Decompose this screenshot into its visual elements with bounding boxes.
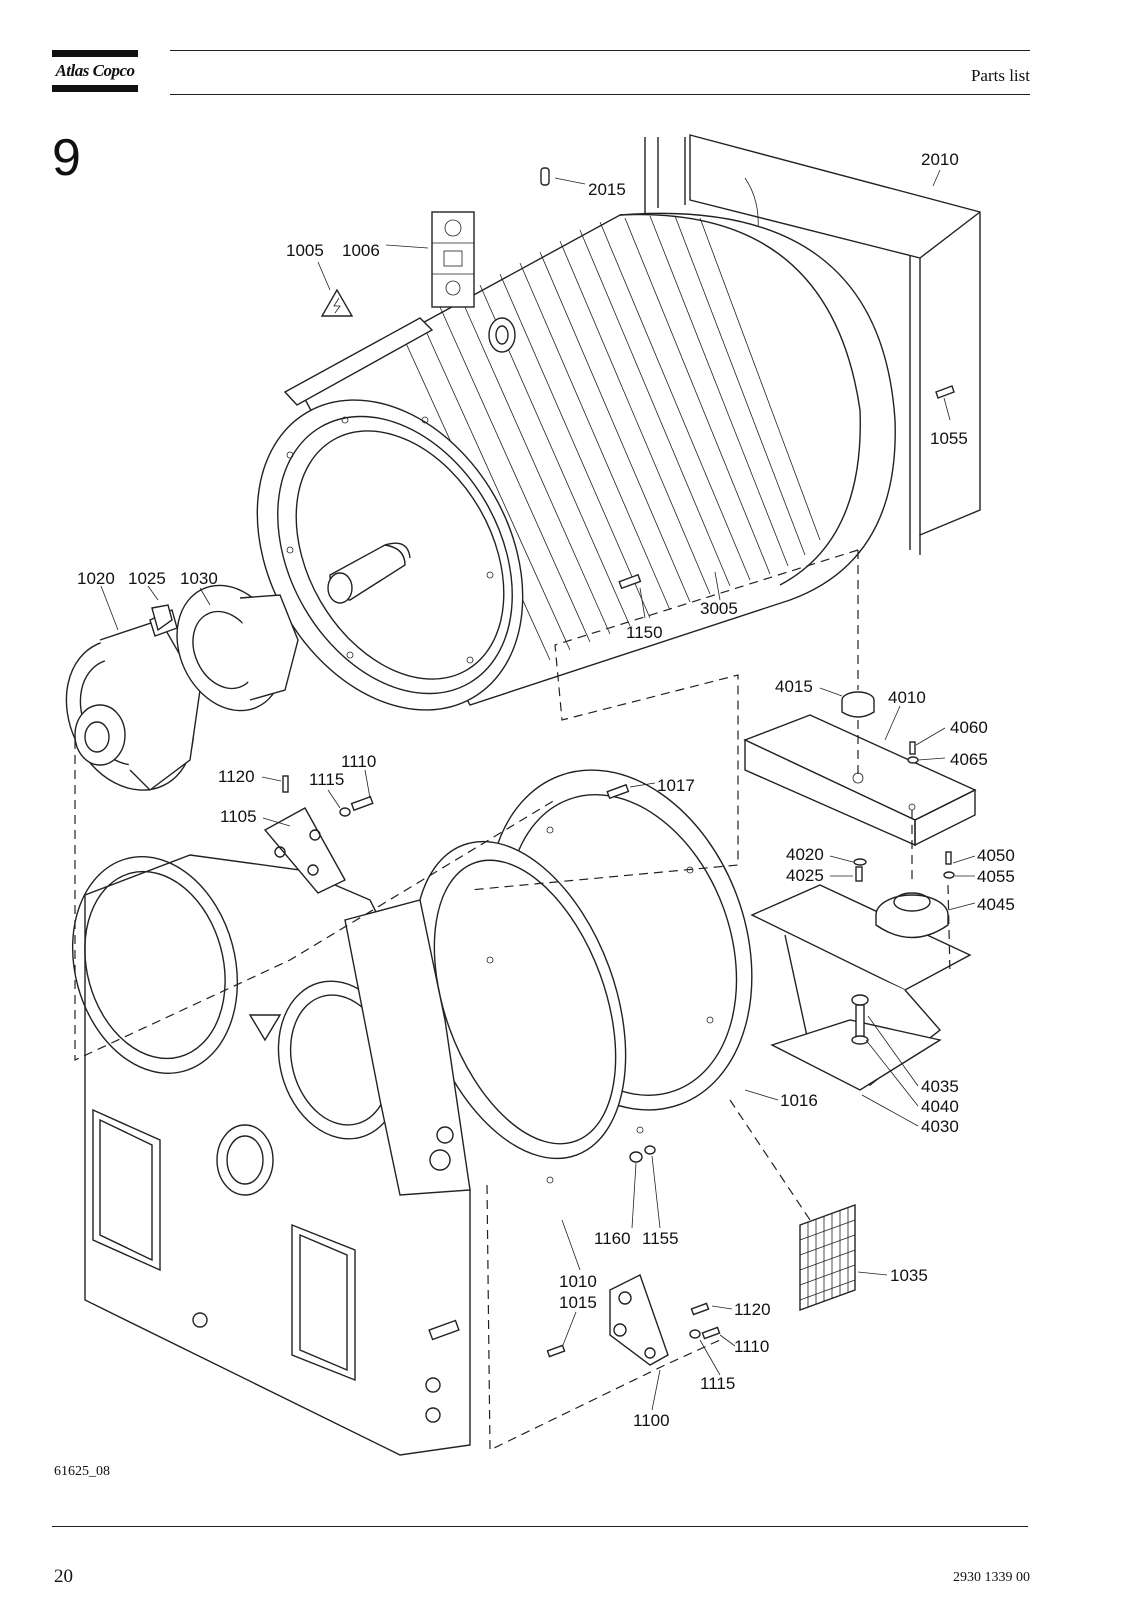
label-4055: 4055 <box>977 867 1015 886</box>
label-1100: 1100 <box>633 1411 670 1430</box>
label-1120-top: 1120 <box>218 767 255 786</box>
logo-bar-top <box>52 50 138 57</box>
assembly-lines <box>74 549 951 1451</box>
figure-id: 61625_08 <box>54 1464 110 1479</box>
label-4030: 4030 <box>921 1117 959 1136</box>
section-number: 9 <box>52 129 81 187</box>
label-1105: 1105 <box>220 807 257 826</box>
coupling-parts-drawing <box>65 584 299 791</box>
logo-bar-bottom <box>52 85 138 92</box>
page-number: 20 <box>54 1566 73 1587</box>
label-1030: 1030 <box>180 569 218 588</box>
label-1010: 1010 <box>559 1272 597 1291</box>
label-4060: 4060 <box>950 718 988 737</box>
label-1150: 1150 <box>626 623 663 642</box>
small-parts-top <box>320 167 955 399</box>
label-1115-bottom: 1115 <box>700 1374 735 1393</box>
atlas-copco-logo: Atlas Copco <box>52 50 138 94</box>
housing-frame-drawing <box>71 854 471 1456</box>
label-4020: 4020 <box>786 845 824 864</box>
label-1110-bottom: 1110 <box>734 1337 769 1356</box>
part-labels: 2010 2015 1005 1006 1055 1020 1025 1030 … <box>77 150 1015 1430</box>
label-4035: 4035 <box>921 1077 959 1096</box>
label-1120-bottom: 1120 <box>734 1300 771 1319</box>
label-4025: 4025 <box>786 866 824 885</box>
label-4050: 4050 <box>977 846 1015 865</box>
label-4015: 4015 <box>775 677 813 696</box>
label-1160: 1160 <box>594 1229 631 1248</box>
flange-adapter-drawing <box>413 769 753 1184</box>
label-2010: 2010 <box>921 150 959 169</box>
fasteners-drawing <box>282 573 955 1358</box>
label-4045: 4045 <box>977 895 1015 914</box>
label-1025: 1025 <box>128 569 166 588</box>
brackets-drawing <box>263 807 669 1366</box>
header-rule-bottom <box>170 94 1030 95</box>
label-1017: 1017 <box>657 776 695 795</box>
doc-number: 2930 1339 00 <box>953 1570 1030 1585</box>
header-title: Parts list <box>970 66 1030 85</box>
label-1016: 1016 <box>780 1091 818 1110</box>
label-1110-top: 1110 <box>341 752 376 771</box>
label-1005: 1005 <box>286 241 324 260</box>
label-2015: 2015 <box>588 180 626 199</box>
label-1035: 1035 <box>890 1266 928 1285</box>
grille-drawing <box>799 1204 856 1311</box>
label-3005: 3005 <box>700 599 738 618</box>
label-4040: 4040 <box>921 1097 959 1116</box>
logo-text: Atlas Copco <box>55 61 135 80</box>
header-rule-top <box>170 50 1030 51</box>
label-1015: 1015 <box>559 1293 597 1312</box>
mount-assembly-drawing <box>743 691 977 1091</box>
label-1020: 1020 <box>77 569 115 588</box>
leader-lines <box>100 169 976 1411</box>
generator-body-drawing <box>256 212 896 711</box>
label-1055: 1055 <box>930 429 968 448</box>
label-4065: 4065 <box>950 750 988 769</box>
footer-rule <box>52 1526 1028 1527</box>
label-1155: 1155 <box>642 1229 679 1248</box>
label-1115-top: 1115 <box>309 770 344 789</box>
fan-cover-drawing <box>644 134 981 555</box>
label-1006: 1006 <box>342 241 380 260</box>
label-4010: 4010 <box>888 688 926 707</box>
